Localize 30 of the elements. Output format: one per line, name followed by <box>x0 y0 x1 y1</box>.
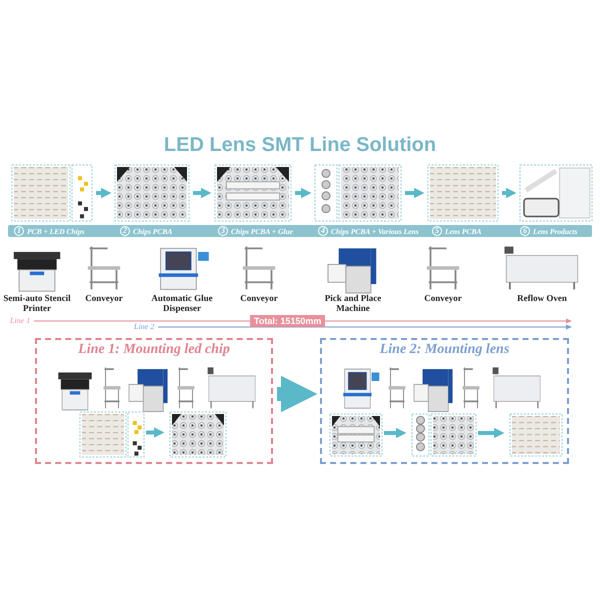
flow-arrow <box>146 427 164 438</box>
machine-label: Conveyor <box>239 293 279 303</box>
line-group-box <box>35 338 273 464</box>
title: LED Lens SMT Line Solution <box>162 134 438 157</box>
step-number: 2 <box>120 226 130 236</box>
step-number: 4 <box>318 226 328 236</box>
machine-label: Automatic Glue Dispenser <box>150 293 214 313</box>
flow-arrow <box>502 188 516 198</box>
machine-label: Pick and Place Machine <box>324 293 382 313</box>
step-number: 6 <box>520 226 530 236</box>
step-number: 1 <box>14 226 24 236</box>
machine-label: Semi-auto Stencil Printer <box>2 293 72 313</box>
step-number: 5 <box>432 226 442 236</box>
flow-arrow <box>193 188 212 198</box>
line-label: Line 1 <box>10 316 30 326</box>
flow-arrow <box>384 428 406 438</box>
flow-arrow <box>405 188 424 198</box>
line-group-box <box>320 338 569 464</box>
step-number: 3 <box>218 226 228 236</box>
line-label: Line 2 <box>134 322 154 332</box>
flow-arrow <box>277 376 318 412</box>
group-heading: Line 2: Mounting lens <box>378 342 510 358</box>
machine-label: Conveyor <box>423 293 463 303</box>
total-length-badge: Total: 15150mm <box>250 315 326 327</box>
flow-arrow <box>295 188 312 198</box>
machine-label: Reflow Oven <box>516 293 568 303</box>
flow-arrow <box>96 188 112 198</box>
machine-label: Conveyor <box>84 293 124 303</box>
flow-arrow <box>478 428 504 438</box>
group-heading: Line 1: Mounting led chip <box>77 342 231 358</box>
